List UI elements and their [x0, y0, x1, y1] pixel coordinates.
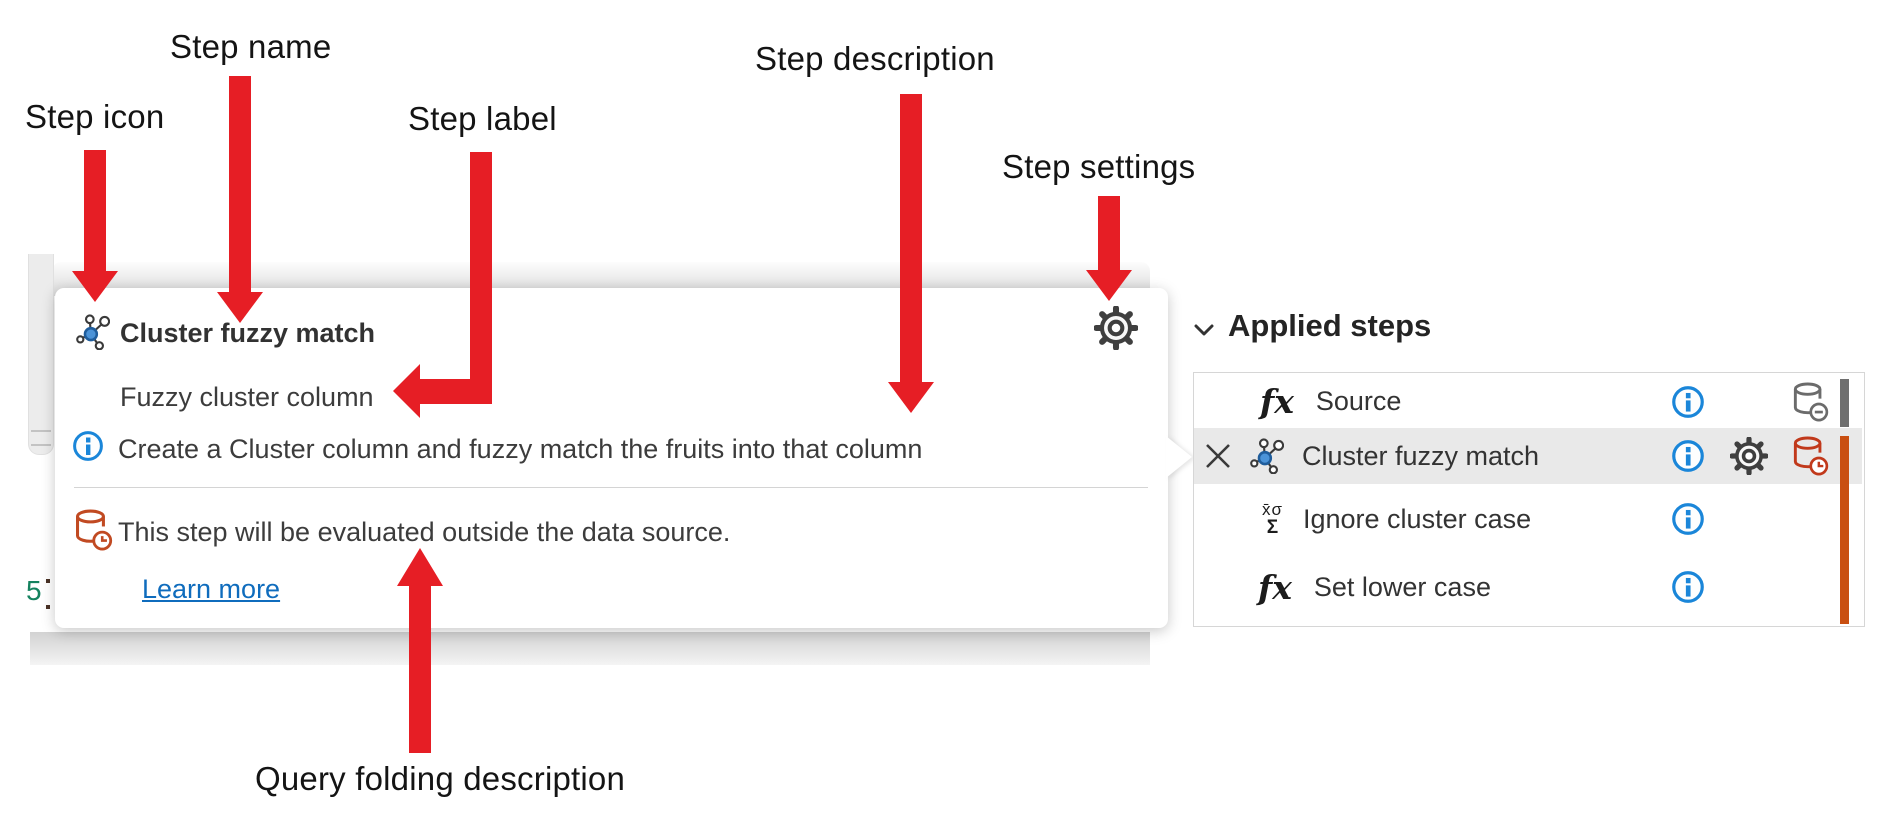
- annotation-query-folding-description: Query folding description: [255, 760, 626, 797]
- editor-scrollbar[interactable]: [28, 254, 54, 455]
- step-name: Ignore cluster case: [1303, 503, 1532, 534]
- step-name: Set lower case: [1313, 571, 1491, 602]
- tooltip-step-description: Create a Cluster column and fuzzy match …: [118, 434, 923, 464]
- editor-text-fragment: [46, 579, 50, 583]
- info-icon[interactable]: [1671, 570, 1705, 604]
- info-icon[interactable]: [1671, 385, 1705, 419]
- query-folding-database-clock-icon: [75, 509, 113, 551]
- annotation-step-settings: Step settings: [1002, 148, 1196, 185]
- arrow-step-settings: [1098, 196, 1120, 271]
- arrow-query-folding: [409, 585, 431, 753]
- applied-steps-title: Applied steps: [1228, 308, 1432, 343]
- arrow-step-label-horizontal: [420, 379, 492, 404]
- learn-more-link[interactable]: Learn more: [142, 574, 281, 604]
- annotation-step-icon: Step icon: [25, 98, 165, 135]
- arrow-step-settings-head: [1086, 270, 1132, 301]
- annotation-step-label: Step label: [408, 100, 557, 137]
- info-icon[interactable]: [1671, 439, 1705, 473]
- database-minus-icon: [1793, 382, 1829, 421]
- fx-step-icon: fx: [1260, 382, 1294, 421]
- app-window-bottom-strip: [30, 632, 1150, 665]
- cluster-fuzzy-match-step-icon: [76, 314, 110, 350]
- applied-steps-collapse-chevron-icon[interactable]: [1194, 322, 1214, 338]
- folding-status-bar-orange: [1840, 436, 1849, 624]
- applied-steps-panel: fx Source Cluster fuzzy match: [1193, 372, 1865, 627]
- arrow-step-label: [470, 152, 492, 404]
- arrow-step-icon: [84, 150, 106, 272]
- editor-text-fragment: [46, 605, 50, 609]
- arrow-step-label-head: [393, 364, 420, 418]
- step-name: Cluster fuzzy match: [1302, 440, 1540, 471]
- database-clock-icon: [1793, 436, 1829, 476]
- info-icon[interactable]: [1671, 502, 1705, 536]
- arrow-step-name: [229, 76, 251, 293]
- tooltip-divider: [74, 487, 1148, 488]
- delete-step-x-icon[interactable]: [1204, 442, 1232, 470]
- applied-step-row-ignore-cluster-case[interactable]: x̄σ Σ Ignore cluster case: [1194, 484, 1862, 554]
- step-settings-gear-icon[interactable]: [1094, 306, 1138, 350]
- arrow-step-name-head: [217, 292, 263, 323]
- editor-line-number: 5: [26, 575, 42, 606]
- step-settings-gear-icon[interactable]: [1730, 437, 1768, 475]
- info-icon: [73, 431, 103, 461]
- applied-step-row-set-lower-case[interactable]: fx Set lower case: [1194, 554, 1862, 620]
- arrow-step-description: [900, 94, 922, 383]
- annotation-step-description: Step description: [755, 40, 995, 77]
- folding-status-bar-gray: [1840, 379, 1849, 427]
- applied-step-row-cluster-fuzzy-match[interactable]: Cluster fuzzy match: [1194, 428, 1862, 484]
- arrow-query-folding-head: [397, 548, 443, 586]
- fx-step-icon: fx: [1258, 567, 1292, 607]
- statistics-sigma-step-icon: x̄σ Σ: [1262, 500, 1283, 538]
- tooltip-folding-text: This step will be evaluated outside the …: [118, 517, 731, 547]
- arrow-step-description-head: [888, 382, 934, 413]
- annotation-step-name: Step name: [170, 28, 332, 65]
- step-name: Source: [1315, 386, 1402, 416]
- arrow-step-icon-head: [72, 271, 118, 302]
- step-tooltip-card: [55, 288, 1168, 628]
- applied-step-row-source[interactable]: fx Source: [1194, 375, 1862, 428]
- tooltip-step-label: Fuzzy cluster column: [120, 382, 374, 412]
- cluster-fuzzy-match-step-icon: [1250, 438, 1284, 474]
- tooltip-pointer-tail: [1166, 436, 1192, 478]
- tooltip-step-name: Cluster fuzzy match: [120, 318, 376, 348]
